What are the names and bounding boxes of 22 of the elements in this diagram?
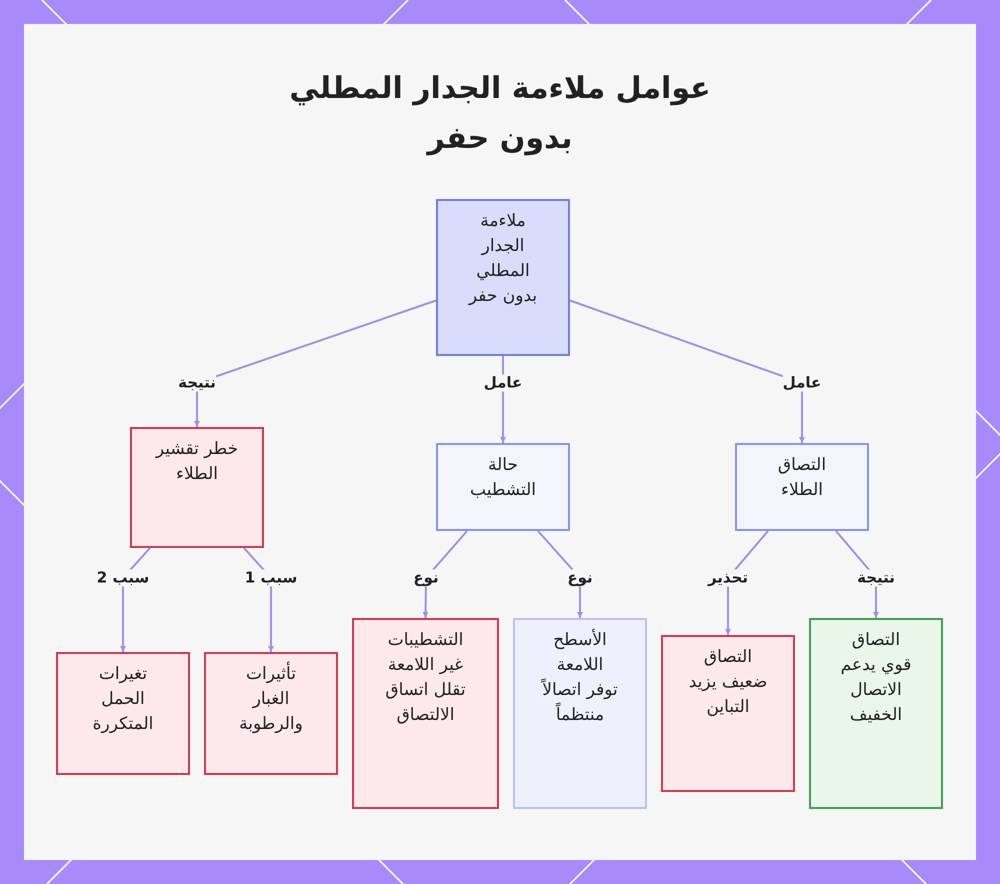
edge-label: عامل (484, 374, 522, 392)
connector (570, 300, 805, 443)
connector (194, 300, 436, 427)
category-box: حالة التشطيب (436, 443, 570, 531)
category-box: التصاق الطلاء (735, 443, 869, 531)
edge-label: سبب 2 (96, 570, 150, 586)
edge-label: سبب 1 (244, 570, 298, 586)
result-box: خطر تقشير الطلاء (130, 427, 264, 548)
result-box: التصاق قوي يدعم الاتصال الخفيف (809, 618, 943, 809)
edge-label: نوع (413, 570, 439, 586)
result-box: تأثيرات الغبار والرطوبة (204, 652, 338, 775)
edge-label: نوع (567, 570, 593, 586)
result-box: التشطيبات غير اللامعة تقلل اتساق الالتصاق (352, 618, 499, 809)
result-box: تغيرات الحمل المتكررة (56, 652, 190, 775)
title: عوامل ملاءمة الجدار المطلي بدون حفر (288, 70, 712, 158)
edge-label: نتيجة (178, 374, 216, 392)
topic-box: ملاءمة الجدار المطلي بدون حفر (436, 199, 570, 356)
edge-label: عامل (782, 374, 822, 392)
edge-label: تحذير (708, 570, 748, 586)
edge-label: نتيجة (857, 570, 895, 586)
result-box: التصاق ضعيف يزيد التباين (661, 635, 795, 792)
result-box: الأسطح اللامعة توفر اتصالاً منتظماً (513, 618, 647, 809)
